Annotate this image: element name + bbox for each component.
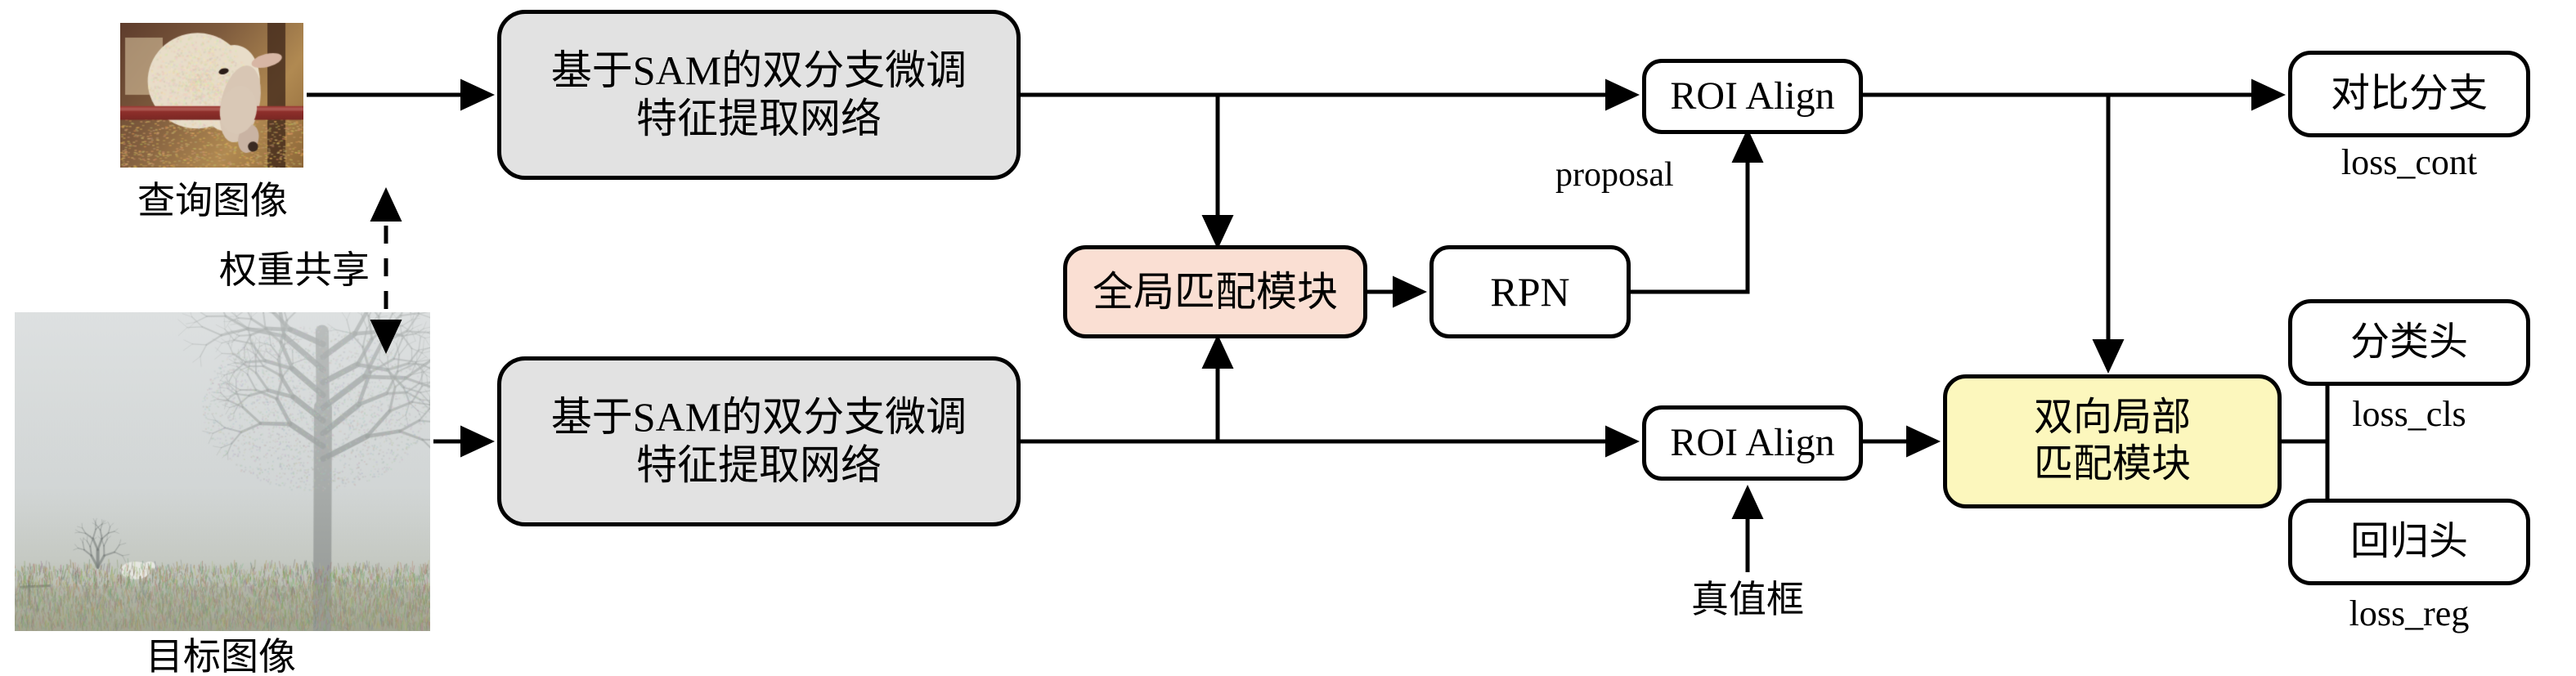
node-regression-head-label: 回归头 [2349, 519, 2468, 563]
node-rpn-label: RPN [1490, 268, 1570, 315]
weight-sharing-label: 权重共享 [219, 249, 370, 291]
node-sam-top-label: 基于SAM的双分支微调 特征提取网络 [550, 47, 967, 141]
loss-cls-label: loss_cls [2352, 394, 2466, 434]
target-image [15, 312, 430, 631]
node-roi-align-top-label: ROI Align [1670, 74, 1835, 118]
loss-reg-label: loss_reg [2349, 593, 2470, 633]
node-global-matching-module-label: 全局匹配模块 [1093, 268, 1338, 315]
node-rpn[interactable]: RPN [1429, 245, 1631, 338]
query-image [120, 23, 303, 168]
ground-truth-box-label: 真值框 [1691, 579, 1804, 620]
node-roi-align-top[interactable]: ROI Align [1642, 59, 1863, 134]
target-image-caption: 目标图像 [146, 636, 296, 676]
node-classification-head-label: 分类头 [2349, 320, 2468, 364]
node-sam-bottom-label: 基于SAM的双分支微调 特征提取网络 [550, 394, 967, 488]
node-roi-align-bottom-label: ROI Align [1670, 420, 1835, 464]
proposal-label: proposal [1555, 156, 1674, 194]
node-regression-head[interactable]: 回归头 [2288, 499, 2530, 585]
node-roi-align-bottom[interactable]: ROI Align [1642, 405, 1863, 481]
node-classification-head[interactable]: 分类头 [2288, 299, 2530, 386]
query-image-caption: 查询图像 [137, 180, 288, 222]
node-contrastive-branch[interactable]: 对比分支 [2288, 51, 2530, 137]
node-bidirectional-local-matching-module[interactable]: 双向局部 匹配模块 [1943, 374, 2282, 508]
node-sam-top[interactable]: 基于SAM的双分支微调 特征提取网络 [497, 10, 1021, 180]
node-contrastive-branch-label: 对比分支 [2330, 71, 2488, 115]
node-bidirectional-local-matching-module-label: 双向局部 匹配模块 [2033, 396, 2191, 486]
node-global-matching-module[interactable]: 全局匹配模块 [1063, 245, 1367, 338]
loss-cont-label: loss_cont [2340, 142, 2478, 182]
node-sam-bottom[interactable]: 基于SAM的双分支微调 特征提取网络 [497, 356, 1021, 526]
